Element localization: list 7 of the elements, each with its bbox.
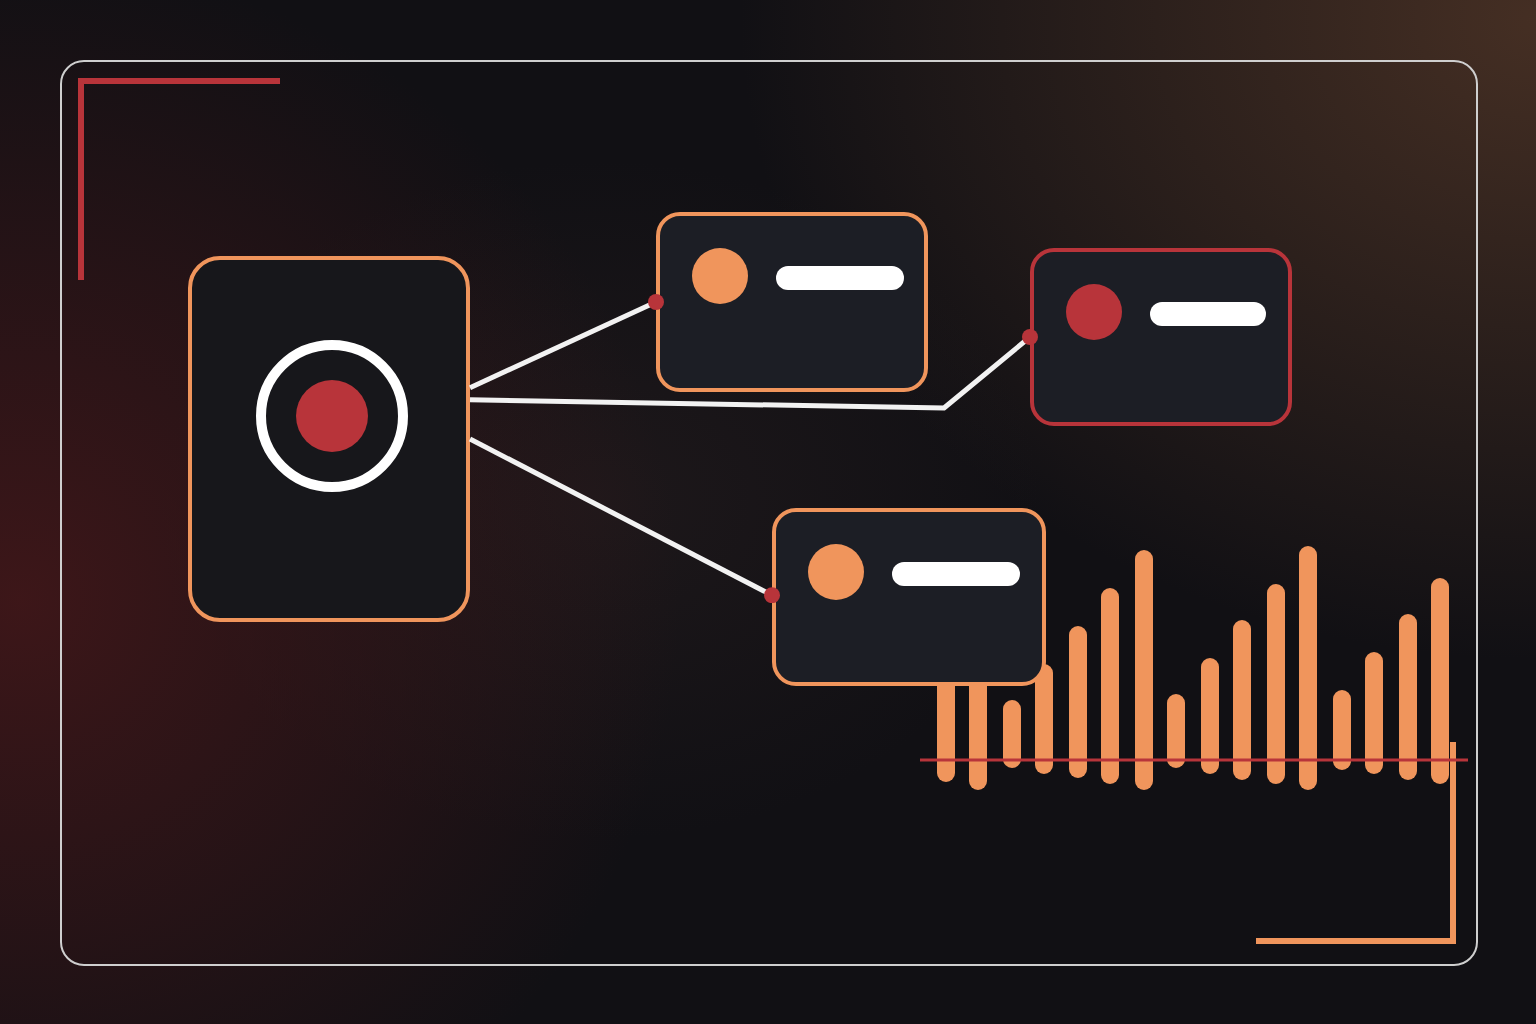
- node-card: [1030, 248, 1292, 426]
- connector-line: [468, 436, 780, 604]
- connector-line: [468, 294, 664, 391]
- node-card: [772, 508, 1046, 686]
- node-card: [188, 256, 470, 622]
- connector-line: [469, 329, 1038, 411]
- node-card: [656, 212, 928, 392]
